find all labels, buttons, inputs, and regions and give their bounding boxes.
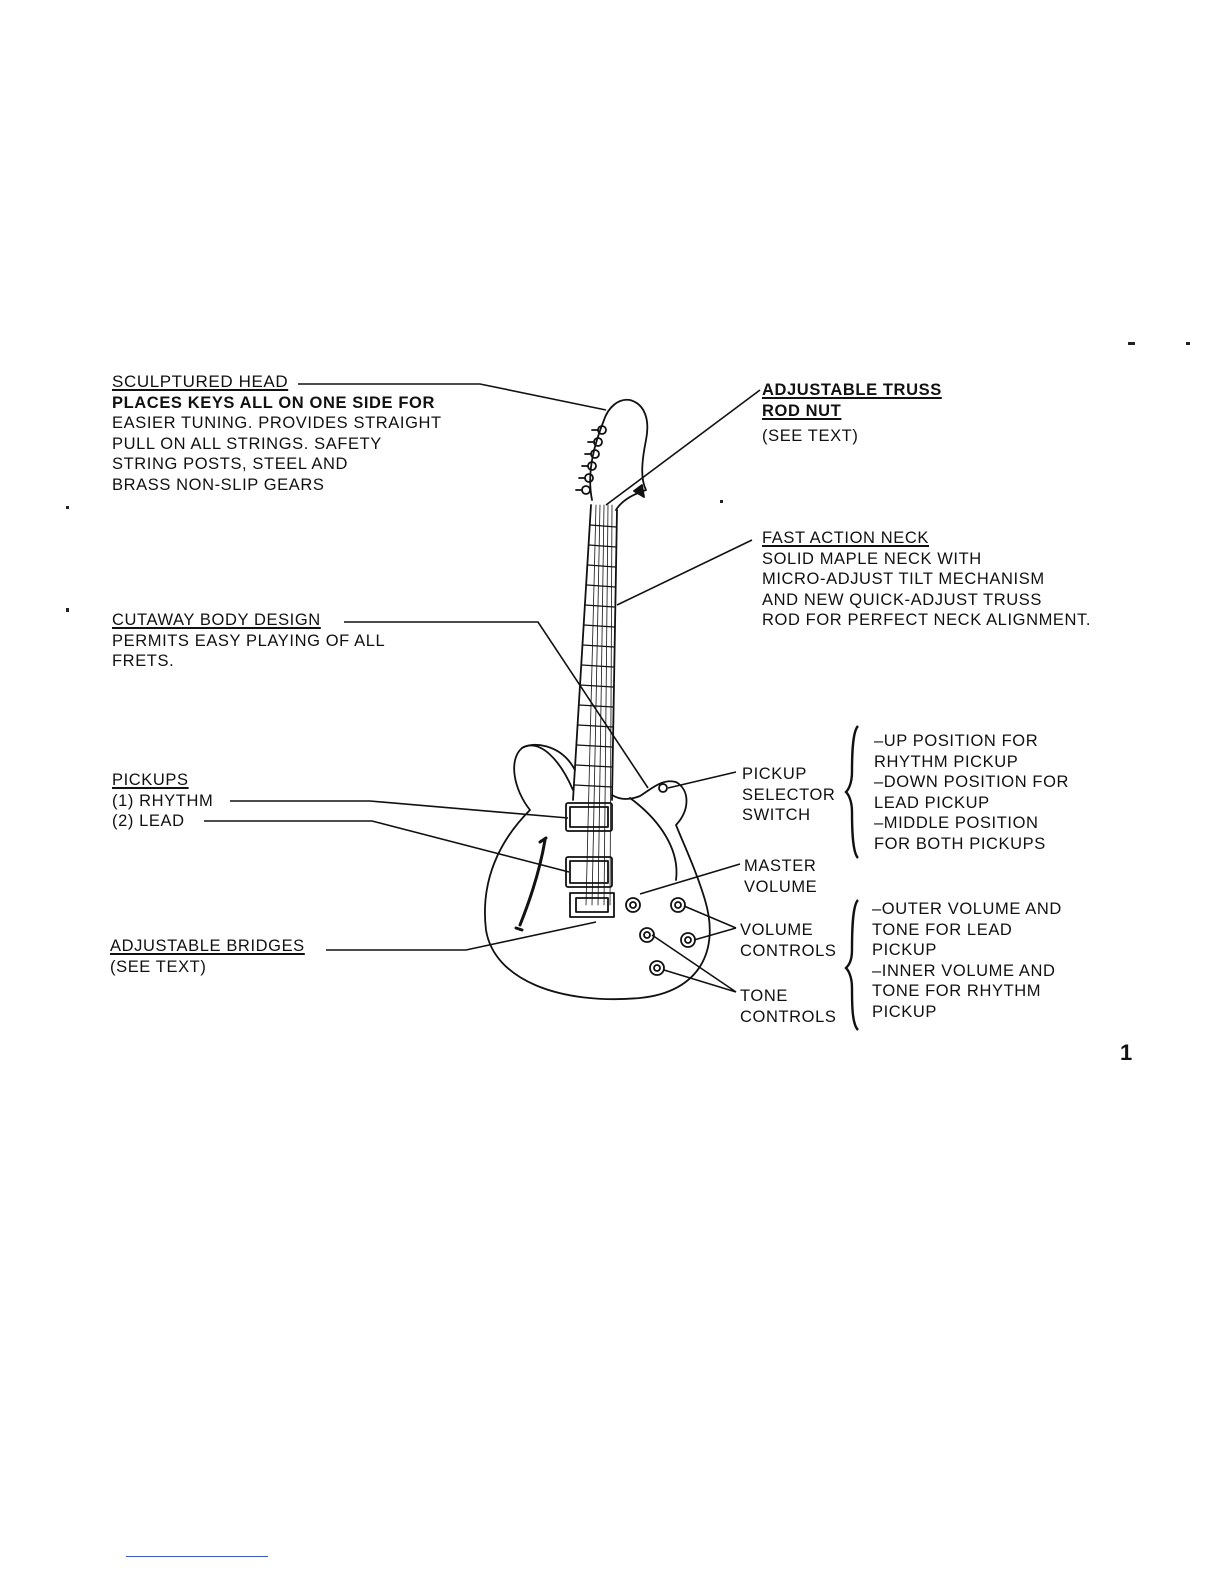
controls-note-1: –OUTER VOLUME AND	[872, 900, 1062, 918]
bottom-rule	[126, 1556, 268, 1557]
pickups-callout: PICKUPS (1) RHYTHM (2) LEAD	[112, 770, 213, 832]
truss-callout: ADJUSTABLE TRUSS ROD NUT (SEE TEXT)	[762, 380, 942, 447]
selector-note-2: RHYTHM PICKUP	[874, 752, 1019, 771]
selector-switch	[658, 783, 668, 793]
selector-note-1: –UP POSITION FOR	[874, 732, 1039, 750]
controls-note-6: PICKUP	[872, 1002, 938, 1021]
scan-speck	[720, 500, 723, 503]
bridges-title: ADJUSTABLE BRIDGES	[110, 937, 305, 955]
neck-line-3: AND NEW QUICK-ADJUST TRUSS	[762, 590, 1042, 609]
rhythm-pickup	[565, 802, 613, 832]
selector-label-3: SWITCH	[742, 806, 811, 824]
selector-note-3: –DOWN POSITION FOR	[874, 773, 1070, 791]
head-line-1: PLACES KEYS ALL ON ONE SIDE FOR	[112, 393, 435, 412]
pickups-title: PICKUPS	[112, 771, 189, 789]
selector-label-2: SELECTOR	[742, 785, 836, 804]
neck-callout: FAST ACTION NECK SOLID MAPLE NECK WITH M…	[762, 528, 1091, 631]
volume-label-1: VOLUME	[740, 921, 814, 939]
volume-label-2: CONTROLS	[740, 941, 837, 960]
selector-note-6: FOR BOTH PICKUPS	[874, 834, 1046, 853]
cutaway-line-1: PERMITS EASY PLAYING OF ALL	[112, 631, 386, 650]
master-label-1: MASTER	[744, 857, 817, 875]
neck-line-2: MICRO-ADJUST TILT MECHANISM	[762, 570, 1045, 588]
selector-note-5: –MIDDLE POSITION	[874, 814, 1039, 832]
neck	[572, 504, 618, 801]
headstock	[589, 398, 649, 511]
selector-note-4: LEAD PICKUP	[874, 793, 990, 812]
truss-title-2: ROD NUT	[762, 401, 842, 420]
scan-speck	[1186, 342, 1190, 345]
pickup-lead: (2) LEAD	[112, 812, 185, 830]
page-number: 1	[1120, 1040, 1133, 1065]
volume-controls-label: VOLUME CONTROLS	[740, 920, 836, 961]
f-hole	[514, 836, 548, 932]
neck-title: FAST ACTION NECK	[762, 529, 929, 547]
scan-speck	[66, 506, 69, 509]
controls-note-2: TONE FOR LEAD	[872, 920, 1013, 939]
tone-label-2: CONTROLS	[740, 1007, 837, 1026]
head-line-5: BRASS NON-SLIP GEARS	[112, 475, 325, 494]
knobs	[625, 897, 696, 976]
pickup-rhythm: (1) RHYTHM	[112, 791, 214, 810]
cutaway-callout: CUTAWAY BODY DESIGN PERMITS EASY PLAYING…	[112, 610, 385, 672]
braces	[844, 725, 860, 1031]
strings	[585, 504, 613, 906]
selector-label-1: PICKUP	[742, 765, 808, 783]
cutaway-line-2: FRETS.	[112, 652, 175, 670]
master-volume-label: MASTER VOLUME	[744, 856, 817, 897]
selector-label: PICKUP SELECTOR SWITCH	[742, 764, 835, 826]
master-label-2: VOLUME	[744, 877, 818, 896]
controls-note-4: –INNER VOLUME AND	[872, 961, 1056, 980]
bridges-note: (SEE TEXT)	[110, 957, 207, 976]
controls-note-3: PICKUP	[872, 941, 938, 959]
truss-note: (SEE TEXT)	[762, 427, 859, 445]
scan-speck	[66, 608, 69, 612]
selector-notes: –UP POSITION FOR RHYTHM PICKUP –DOWN POS…	[874, 731, 1069, 854]
controls-note-5: TONE FOR RHYTHM	[872, 982, 1042, 1000]
bridge	[569, 892, 615, 918]
guitar-body	[484, 744, 711, 1001]
controls-notes: –OUTER VOLUME AND TONE FOR LEAD PICKUP –…	[872, 899, 1062, 1022]
head-title: SCULPTURED HEAD	[112, 372, 289, 391]
truss-title-1: ADJUSTABLE TRUSS	[762, 381, 942, 399]
head-line-3: PULL ON ALL STRINGS. SAFETY	[112, 434, 382, 453]
head-callout: SCULPTURED HEAD PLACES KEYS ALL ON ONE S…	[112, 372, 442, 495]
scan-speck	[1128, 342, 1135, 345]
cutaway-title: CUTAWAY BODY DESIGN	[112, 611, 321, 629]
tone-controls-label: TONE CONTROLS	[740, 986, 836, 1027]
neck-line-1: SOLID MAPLE NECK WITH	[762, 549, 982, 568]
leader-lines	[204, 383, 761, 993]
neck-line-4: ROD FOR PERFECT NECK ALIGNMENT.	[762, 611, 1092, 629]
head-line-4: STRING POSTS, STEEL AND	[112, 455, 348, 473]
tone-label-1: TONE	[740, 987, 788, 1005]
head-line-2: EASIER TUNING. PROVIDES STRAIGHT	[112, 414, 442, 432]
tuning-pegs	[575, 425, 607, 495]
bridges-callout: ADJUSTABLE BRIDGES (SEE TEXT)	[110, 936, 305, 977]
